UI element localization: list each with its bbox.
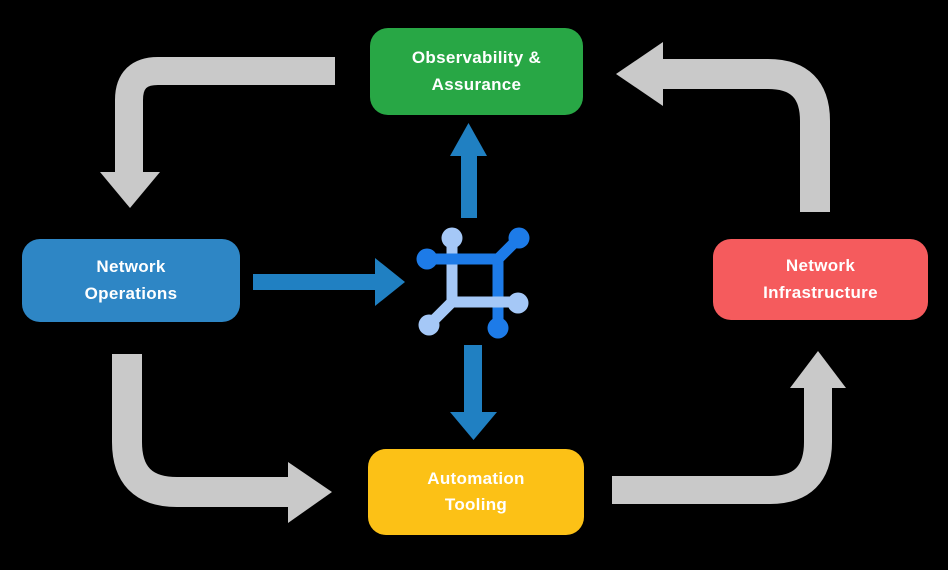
node-network-operations: Network Operations xyxy=(22,239,240,322)
flow-arrow-center-to-tooling xyxy=(450,345,497,440)
network-mesh-icon-dark-branch xyxy=(416,227,530,270)
node-observability-assurance: Observability & Assurance xyxy=(370,28,583,115)
network-mesh-icon xyxy=(416,227,530,339)
node-network-infrastructure: Network Infrastructure xyxy=(713,239,928,320)
cycle-arrow-infrastructure-to-observability xyxy=(616,42,830,212)
node-tooling-label: Automation Tooling xyxy=(427,468,525,514)
network-mesh-icon-light-branch xyxy=(418,227,529,336)
node-automation-tooling: Automation Tooling xyxy=(368,449,584,535)
flow-arrow-center-to-observability xyxy=(450,123,487,218)
flow-arrow-operations-to-center xyxy=(253,258,405,306)
cycle-arrow-operations-to-tooling xyxy=(112,354,332,523)
cycle-arrow-tooling-to-infrastructure xyxy=(612,351,846,504)
network-mesh-icon-dark-vertical xyxy=(487,259,509,339)
node-observability-label: Observability & Assurance xyxy=(411,48,542,94)
node-infrastructure-label: Network Infrastructure xyxy=(763,256,878,302)
cycle-arrow-observability-to-operations xyxy=(100,57,335,208)
node-operations-label: Network Operations xyxy=(84,257,178,303)
